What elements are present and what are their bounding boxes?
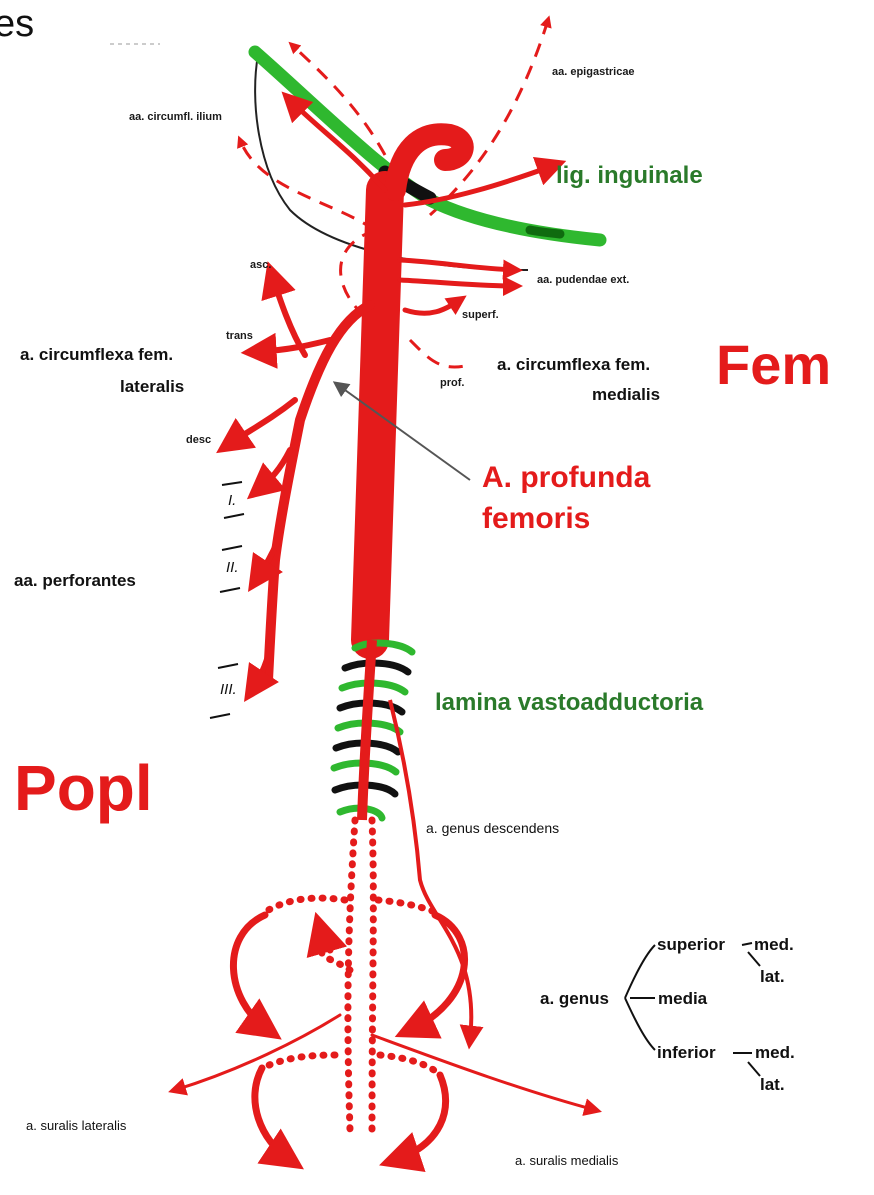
label-aa-pudendae-ext: aa. pudendae ext.	[537, 274, 629, 286]
label-perf-3: III.	[220, 681, 237, 698]
label-circumflexa-med-line2: medialis	[592, 385, 660, 404]
label-aa-circumfl-ilium: aa. circumfl. ilium	[129, 111, 222, 123]
label-trans: trans	[226, 330, 253, 342]
label-media: media	[658, 989, 708, 1008]
label-profunda-line1: A. profunda	[482, 461, 651, 494]
label-perf-1: I.	[228, 492, 236, 509]
label-fem: Fem	[716, 333, 831, 396]
label-popl: Popl	[14, 752, 153, 824]
label-lig-inguinale: lig. inguinale	[556, 162, 703, 189]
label-perf-2: II.	[226, 559, 239, 576]
label-aa-perforantes: aa. perforantes	[14, 571, 136, 590]
label-med-2: med.	[755, 1043, 795, 1062]
label-lamina-vastoadductoria: lamina vastoadductoria	[435, 689, 704, 716]
popliteal-dotted	[262, 820, 440, 1130]
top-left-fragment: es	[0, 3, 34, 45]
label-circumflexa-med-line1: a. circumflexa fem.	[497, 355, 650, 374]
sural-branches	[175, 1015, 595, 1110]
label-asc: asc.	[250, 259, 271, 271]
femoral-artery-trunk	[370, 190, 385, 640]
label-prof: prof.	[440, 377, 464, 389]
label-superf: superf.	[462, 309, 499, 321]
ligament-inguinale-dark-2	[530, 230, 560, 234]
label-a-genus: a. genus	[540, 989, 609, 1008]
label-lat-1: lat.	[760, 967, 785, 986]
label-inferior: inferior	[657, 1043, 716, 1062]
label-lat-2: lat.	[760, 1075, 785, 1094]
label-superior: superior	[657, 935, 725, 954]
label-a-genus-descendens: a. genus descendens	[426, 820, 559, 836]
external-iliac-curl	[395, 134, 463, 190]
label-aa-epigastricae: aa. epigastricae	[552, 66, 635, 78]
label-a-suralis-medialis: a. suralis medialis	[515, 1153, 619, 1168]
label-med-1: med.	[754, 935, 794, 954]
label-a-suralis-lateralis: a. suralis lateralis	[26, 1118, 127, 1133]
label-desc: desc	[186, 434, 211, 446]
label-profunda-line2: femoris	[482, 502, 590, 535]
label-circumflexa-lat-line1: a. circumflexa fem.	[20, 345, 173, 364]
label-circumflexa-lat-line2: lateralis	[120, 377, 184, 396]
